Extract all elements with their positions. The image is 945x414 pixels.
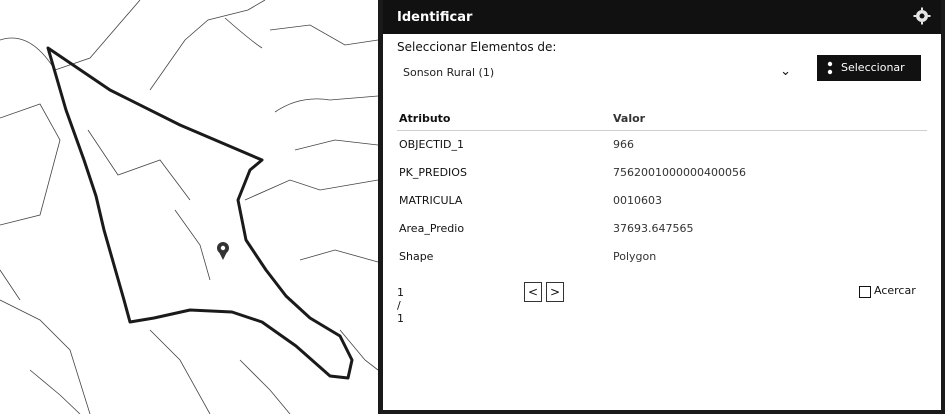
attribute-name: Area_Predio (399, 222, 465, 235)
attribute-value: 37693.647565 (613, 222, 694, 235)
map-boundary-line (274, 95, 379, 113)
attribute-value: 966 (613, 138, 634, 151)
attributes-table: Atributo Valor OBJECTID_1 966 PK_PREDIOS… (397, 108, 927, 271)
table-row: PK_PREDIOS 7562001000000400056 (397, 159, 927, 187)
map-boundary-line (239, 359, 291, 414)
gear-icon[interactable] (913, 7, 931, 25)
select-elements-label: Seleccionar Elementos de: (397, 40, 557, 54)
attribute-name: OBJECTID_1 (399, 138, 465, 151)
select-button-label: Seleccionar (841, 61, 905, 74)
map-boundary-line (0, 103, 61, 226)
column-header-attribute: Atributo (399, 112, 451, 125)
map-boundary-line (339, 329, 379, 371)
map-boundary-line (0, 0, 141, 71)
attribute-name: MATRICULA (399, 194, 463, 207)
attribute-value: Polygon (613, 250, 657, 263)
attribute-name: PK_PREDIOS (399, 166, 467, 179)
next-page-button[interactable]: > (546, 282, 564, 302)
table-row: OBJECTID_1 966 (397, 131, 927, 159)
select-button[interactable]: Seleccionar (817, 55, 921, 81)
map-boundary-line (294, 139, 379, 151)
attribute-value: 7562001000000400056 (613, 166, 746, 179)
map-boundary-line (87, 129, 191, 201)
identify-panel: Identificar Seleccionar Elementos de: So… (378, 0, 945, 414)
selected-parcel-outline (46, 46, 354, 380)
map-boundary-line (149, 329, 211, 414)
map-boundary-line (174, 209, 211, 281)
panel-header: Identificar (383, 0, 941, 34)
chevron-down-icon: ⌄ (780, 64, 791, 79)
zoom-to-label: Acercar (874, 284, 916, 297)
attribute-value: 0010603 (613, 194, 662, 207)
layer-select[interactable]: Sonson Rural (1) ⌄ (397, 62, 797, 84)
map-boundary-line (0, 299, 91, 414)
table-row: MATRICULA 0010603 (397, 187, 927, 215)
map-boundary-line (299, 249, 379, 263)
map-boundary-line (269, 24, 379, 46)
layer-select-value: Sonson Rural (1) (403, 66, 495, 79)
map-boundary-line (224, 17, 263, 49)
table-row: Area_Predio 37693.647565 (397, 215, 927, 243)
page-info: 1 / 1 (397, 286, 404, 325)
map-pin-icon (217, 242, 229, 260)
select-tool-icon (827, 61, 833, 75)
attribute-name: Shape (399, 250, 434, 263)
map-boundary-line (244, 179, 379, 201)
zoom-to-checkbox[interactable] (859, 286, 871, 298)
table-row: Shape Polygon (397, 243, 927, 271)
map-boundary-line (149, 0, 266, 91)
table-header: Atributo Valor (397, 108, 927, 131)
map-boundary-line (29, 369, 81, 414)
map-boundary-line (0, 269, 21, 301)
previous-page-button[interactable]: < (524, 282, 542, 302)
panel-title: Identificar (397, 10, 473, 25)
column-header-value: Valor (613, 112, 646, 125)
